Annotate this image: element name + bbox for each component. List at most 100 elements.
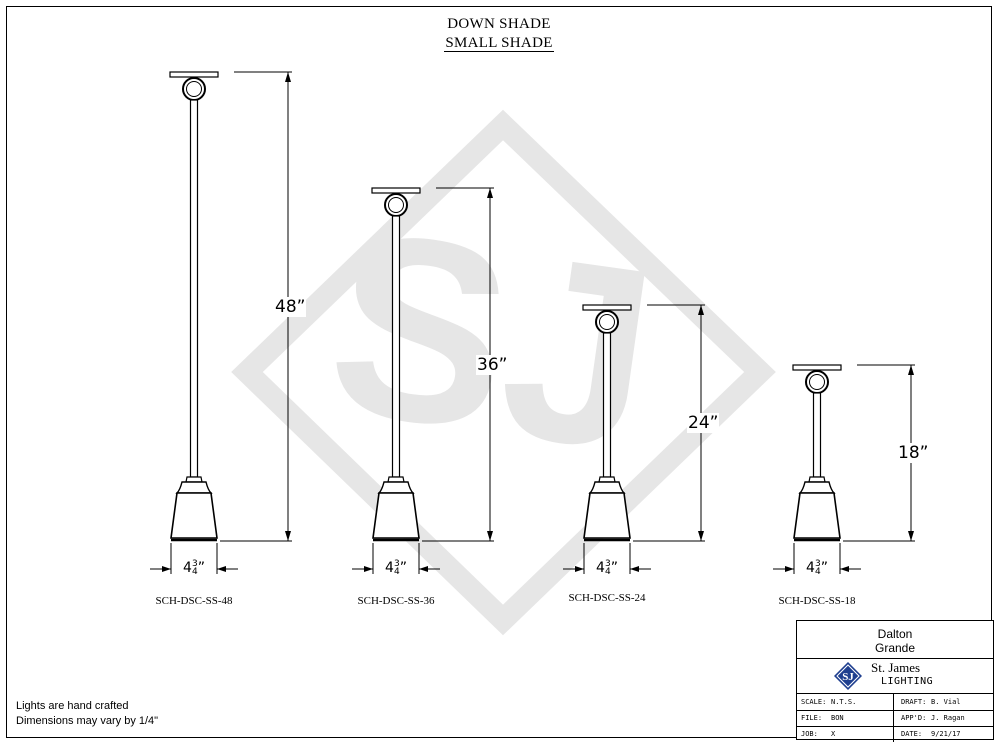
- fixture-48-neck: [185, 476, 203, 483]
- fixture-36-shade: [372, 492, 420, 539]
- draft-key: DRAFT:: [901, 698, 927, 706]
- fixture-36-dim-arrow-top: [487, 188, 493, 198]
- fixture-18-height-label: 18”: [897, 443, 930, 463]
- fixture-36-stem: [391, 215, 401, 478]
- date-value: 9/21/17: [931, 730, 961, 738]
- fixture-48-dim-arrow-top: [285, 72, 291, 82]
- fixture-18-stem: [812, 392, 822, 478]
- date-key: DATE:: [901, 730, 923, 738]
- fixture-18-cup: [798, 481, 836, 494]
- fixture-24-stem: [602, 332, 612, 478]
- company-name: St. James: [871, 660, 921, 675]
- fixture-36-wdim-arrow-right: [419, 566, 428, 572]
- logo-letters: SJ: [842, 671, 854, 683]
- appd-key: APP'D:: [901, 714, 927, 722]
- fixture-18-wdim-arrow-right: [840, 566, 849, 572]
- job-key: JOB:: [801, 730, 818, 738]
- fixture-24-wdim-arrow-left: [575, 566, 584, 572]
- drawing-title: DOWN SHADE: [447, 16, 551, 32]
- fixture-36-dim-arrow-bottom: [487, 531, 493, 541]
- company-division: LIGHTING: [881, 676, 934, 687]
- fixture-36-wdim-arrow-left: [364, 566, 373, 572]
- fixture-36-width-unit: ”: [399, 560, 407, 576]
- fixture-36-cup: [377, 481, 415, 494]
- fixture-24-dim-arrow-top: [698, 305, 704, 315]
- file-value: BON: [831, 714, 844, 722]
- fixture-18-shade: [793, 492, 841, 539]
- company-row: SJ St. James LIGHTING: [797, 659, 993, 694]
- fixture-36-model-number: SCH-DSC-SS-36: [357, 595, 435, 607]
- fixture-48-width-whole: 4: [183, 560, 192, 576]
- drawing-subtitle-text: SMALL SHADE: [444, 35, 554, 52]
- project-line2: Grande: [874, 641, 916, 655]
- watermark-letters: SJ: [315, 176, 670, 507]
- fixture-18-width-unit: ”: [820, 560, 828, 576]
- row-scale-draft: SCALE: N.T.S. DRAFT: B. Vial: [797, 694, 993, 711]
- fixture-24-model-number: SCH-DSC-SS-24: [568, 592, 646, 604]
- fixture-18-swivel-ring-inner: [809, 374, 825, 390]
- fixture-18-width-whole: 4: [806, 560, 815, 576]
- row-divider: [893, 726, 894, 742]
- drawing-subtitle: SMALL SHADE: [0, 35, 998, 52]
- fixture-24-wdim-arrow-right: [630, 566, 639, 572]
- fixture-24-shade: [583, 492, 631, 539]
- notes: Lights are hand crafted Dimensions may v…: [16, 699, 158, 729]
- note-dimensions: Dimensions may vary by 1/4": [16, 715, 159, 727]
- fixture-24-neck: [598, 476, 616, 483]
- fixture-48-cup: [175, 481, 213, 494]
- fixture-48-model-number: SCH-DSC-SS-48: [155, 595, 233, 607]
- fixture-48-canopy-plate: [169, 71, 219, 78]
- scale-value: N.T.S.: [831, 698, 857, 706]
- fixture-18-wdim-arrow-left: [785, 566, 794, 572]
- fixture-18-dim-arrow-top: [908, 365, 914, 375]
- file-key: FILE:: [801, 714, 823, 722]
- row-divider: [893, 694, 894, 710]
- fixture-36-canopy-plate: [371, 187, 421, 194]
- fixture-48-shade: [170, 492, 218, 539]
- project-name: Dalton Grande: [797, 621, 993, 659]
- fixture-18-canopy-plate: [792, 364, 842, 371]
- fixture-24-height-label: 24”: [687, 413, 720, 433]
- fixture-48-width-unit: ”: [197, 560, 205, 576]
- fixture-36-swivel-ring-inner: [388, 197, 404, 213]
- job-value: X: [831, 730, 836, 738]
- st-james-logo-icon: SJ: [834, 662, 862, 690]
- fixture-36-neck: [387, 476, 405, 483]
- fixture-48-wdim-arrow-left: [162, 566, 171, 572]
- fixture-24-cup: [588, 481, 626, 494]
- note-hand-crafted: Lights are hand crafted: [16, 700, 129, 712]
- fixture-36-height-label: 36”: [476, 354, 509, 375]
- fixture-18-dim-arrow-bottom: [908, 531, 914, 541]
- fixture-48-height-label: 48”: [274, 296, 307, 317]
- fixture-48-swivel-ring-inner: [186, 81, 202, 97]
- fixture-24-dim-arrow-bottom: [698, 531, 704, 541]
- scale-key: SCALE:: [801, 698, 827, 706]
- watermark-diamond: [231, 109, 776, 636]
- fixture-48-stem: [189, 99, 199, 478]
- fixture-18-neck: [808, 476, 826, 483]
- fixture-48-wdim-arrow-right: [217, 566, 226, 572]
- title-block: Dalton Grande SJ St. James LIGHTING SCAL…: [796, 620, 994, 742]
- row-divider: [893, 710, 894, 726]
- fixture-24-width-unit: ”: [610, 560, 618, 576]
- fixture-48-dim-arrow-bottom: [285, 531, 291, 541]
- project-line1: Dalton: [877, 627, 913, 641]
- drawing-frame: [6, 6, 992, 738]
- row-file-appd: FILE: BON APP'D: J. Ragan: [797, 710, 993, 727]
- fixture-18-model-number: SCH-DSC-SS-18: [778, 595, 856, 607]
- fixture-24-canopy-plate: [582, 304, 632, 311]
- fixture-24-width-whole: 4: [596, 560, 605, 576]
- appd-value: J. Ragan: [931, 714, 965, 722]
- draft-value: B. Vial: [931, 698, 961, 706]
- fixture-36-width-whole: 4: [385, 560, 394, 576]
- row-job-date: JOB: X DATE: 9/21/17: [797, 726, 993, 742]
